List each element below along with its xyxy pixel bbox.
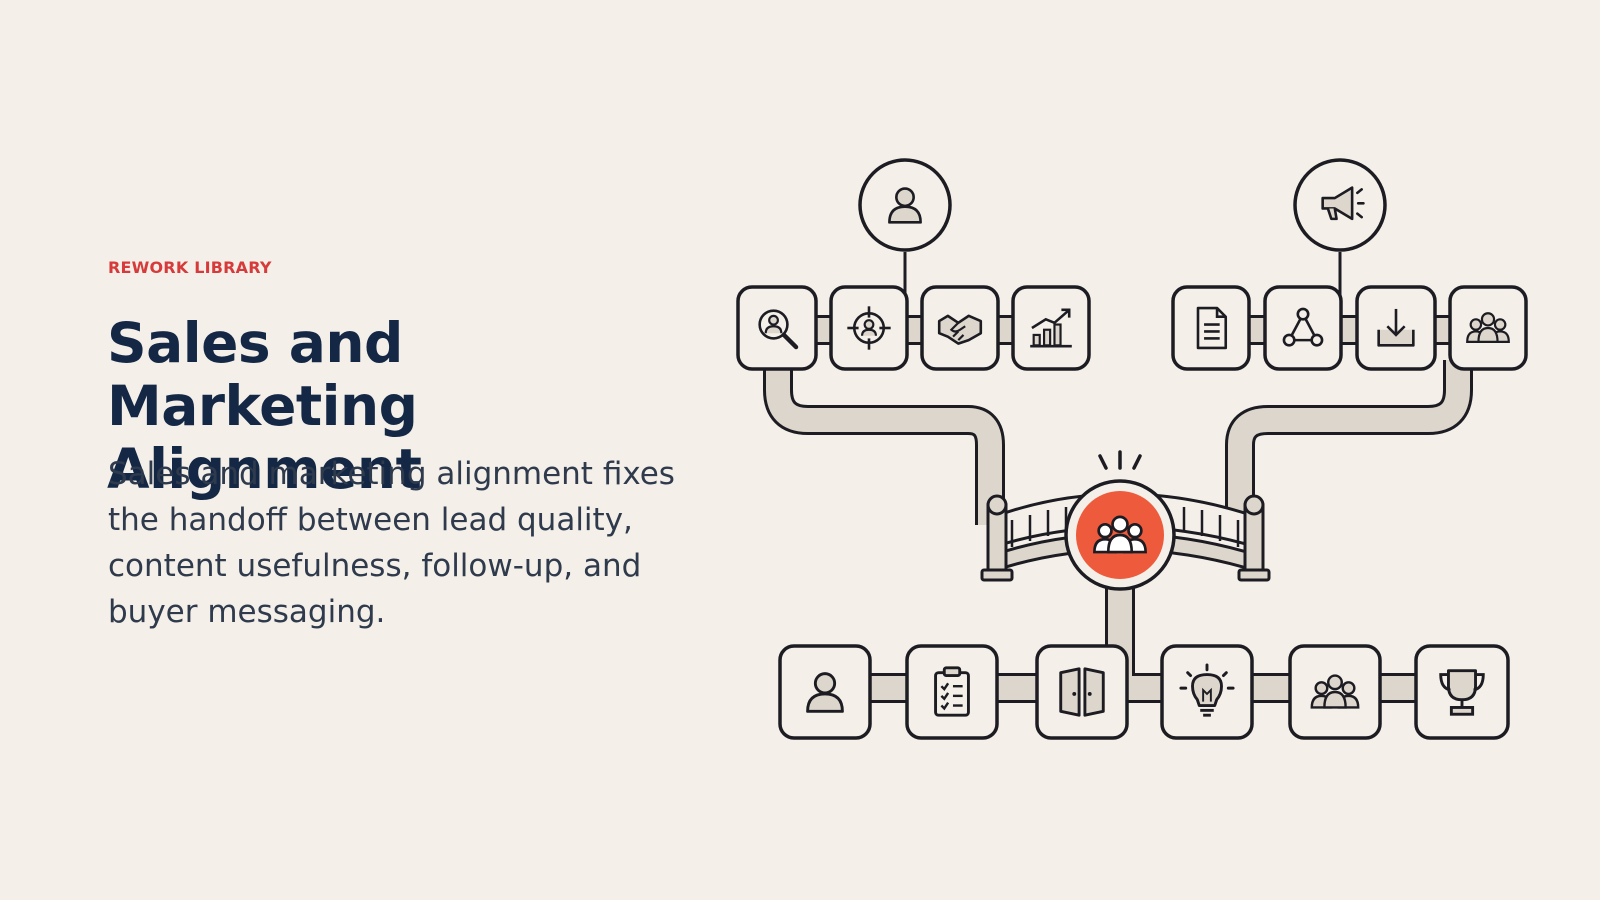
sales-row — [736, 285, 1091, 371]
alignment-hub — [1064, 450, 1176, 591]
bottom-row — [778, 644, 1510, 740]
sales-person-node — [858, 158, 952, 252]
marketing-megaphone-node — [1293, 158, 1387, 252]
marketing-row — [1171, 285, 1528, 371]
checklist-icon — [934, 666, 970, 717]
page-title: Sales and Marketing Alignment — [107, 311, 422, 501]
document-icon — [1196, 306, 1228, 350]
bottom-node-3 — [1035, 644, 1129, 740]
bottom-node-5 — [1288, 644, 1382, 740]
sales-node-3 — [920, 285, 1000, 371]
marketing-node-2 — [1263, 285, 1343, 371]
bottom-node-4 — [1160, 644, 1254, 740]
sales-node-2 — [829, 285, 909, 371]
marketing-node-4 — [1448, 285, 1528, 371]
sales-node-1 — [736, 285, 818, 371]
page-description: Sales and marketing alignment fixes the … — [108, 456, 675, 630]
marketing-node-1 — [1171, 285, 1251, 371]
bottom-node-6 — [1414, 644, 1510, 740]
marketing-node-3 — [1355, 285, 1437, 371]
eyebrow-label: REWORK LIBRARY — [108, 258, 272, 277]
bottom-node-1 — [778, 644, 872, 740]
sales-node-4 — [1011, 285, 1091, 371]
bottom-node-2 — [905, 644, 999, 740]
